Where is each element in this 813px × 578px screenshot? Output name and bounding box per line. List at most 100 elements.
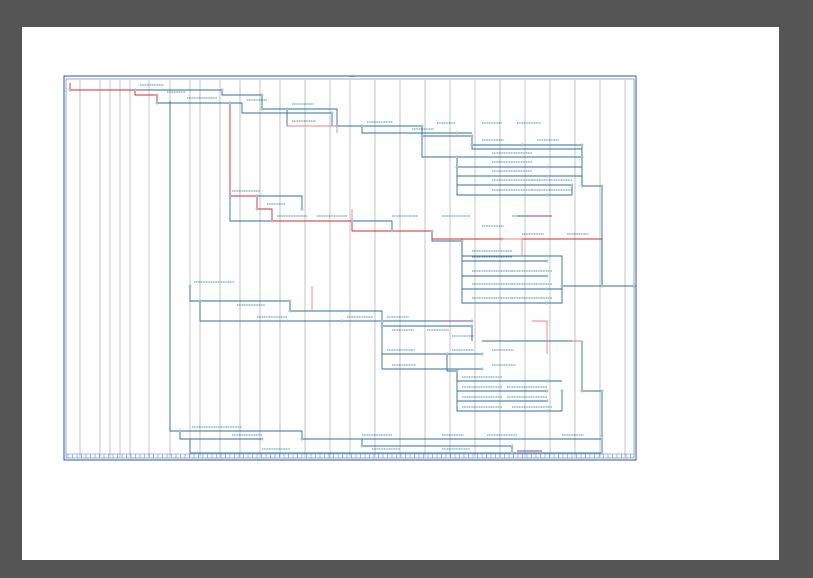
- event-node: [510, 451, 514, 455]
- event-node: [300, 207, 304, 211]
- activity-line: [456, 391, 547, 402]
- event-node: [155, 101, 159, 105]
- event-node: [600, 434, 604, 438]
- event-node: [520, 155, 524, 159]
- event-node: [570, 183, 574, 187]
- event-node: [470, 324, 474, 328]
- activity-line: [461, 276, 562, 290]
- event-node: [480, 352, 484, 356]
- event-node: [545, 409, 549, 413]
- event-node: [545, 254, 549, 258]
- event-node: [288, 299, 292, 303]
- event-node: [178, 429, 182, 433]
- activity-line: [471, 145, 582, 150]
- event-node: [455, 165, 459, 169]
- event-node: [285, 107, 289, 111]
- event-node: [228, 194, 232, 198]
- event-node: [445, 352, 449, 356]
- activity-line: [199, 301, 342, 322]
- event-node: [510, 444, 514, 448]
- event-node: [360, 444, 364, 448]
- event-node: [288, 309, 292, 313]
- time-grid: [79, 80, 626, 457]
- event-node: [455, 369, 459, 373]
- event-node: [260, 437, 264, 441]
- event-node: [545, 193, 549, 197]
- event-node: [133, 88, 137, 92]
- activity-line: [381, 326, 482, 355]
- event-node: [600, 451, 604, 455]
- activity-line: [421, 136, 582, 158]
- activity-line: [189, 286, 472, 322]
- event-node: [260, 107, 264, 111]
- activity-lines: [69, 83, 634, 454]
- diagram-title: ...: [349, 73, 355, 79]
- event-node: [220, 88, 224, 92]
- event-node: [580, 143, 584, 147]
- event-node: [188, 284, 192, 288]
- activity-line: [257, 195, 303, 209]
- event-nodes: [68, 88, 636, 455]
- event-node: [380, 319, 384, 323]
- event-node: [155, 93, 159, 97]
- event-node: [545, 399, 549, 403]
- event-node: [545, 174, 549, 178]
- event-node: [545, 183, 549, 187]
- event-node: [455, 131, 459, 135]
- event-node: [600, 284, 604, 288]
- event-node: [600, 437, 604, 441]
- event-node: [420, 124, 424, 128]
- event-node: [545, 379, 549, 383]
- activity-line: [581, 145, 603, 286]
- activity-line: [456, 176, 572, 186]
- event-node: [198, 299, 202, 303]
- event-node: [600, 389, 604, 393]
- activity-line: [157, 102, 333, 126]
- event-node: [480, 367, 484, 371]
- activity-line: [502, 238, 523, 256]
- document-page: ...: [22, 27, 779, 560]
- event-node: [270, 219, 274, 223]
- event-node: [632, 284, 636, 288]
- activity-line: [287, 125, 338, 133]
- event-node: [545, 274, 549, 278]
- activity-line: [135, 89, 582, 146]
- event-node: [545, 389, 549, 393]
- event-node: [580, 389, 584, 393]
- event-node: [560, 284, 564, 288]
- activity-line: [381, 354, 482, 370]
- activity-line: [229, 196, 272, 222]
- diagram-inner-frame: [65, 78, 635, 459]
- time-scale: [66, 453, 634, 458]
- critical-path-line: [70, 89, 603, 286]
- event-node: [470, 134, 474, 138]
- event-node: [600, 184, 604, 188]
- event-node: [545, 165, 549, 169]
- event-node: [350, 219, 354, 223]
- event-node: [470, 319, 474, 323]
- event-node: [260, 93, 264, 97]
- event-node: [335, 124, 339, 128]
- activity-labels: [140, 84, 589, 450]
- activity-line: [189, 439, 603, 454]
- event-node: [520, 143, 524, 147]
- activity-line: [179, 431, 262, 440]
- event-node: [500, 237, 504, 241]
- activity-line: [352, 220, 393, 231]
- event-node: [255, 194, 259, 198]
- event-node: [330, 111, 334, 115]
- event-node: [545, 301, 549, 305]
- event-node: [430, 229, 434, 233]
- activity-line: [342, 320, 473, 341]
- activity-line: [532, 320, 548, 354]
- event-node: [420, 134, 424, 138]
- event-node: [340, 319, 344, 323]
- event-node: [360, 124, 364, 128]
- event-node: [380, 324, 384, 328]
- activity-line: [456, 157, 582, 168]
- event-node: [545, 287, 549, 291]
- event-node: [470, 143, 474, 147]
- event-node: [228, 101, 232, 105]
- event-node: [580, 184, 584, 188]
- diagram-frame: [63, 75, 637, 461]
